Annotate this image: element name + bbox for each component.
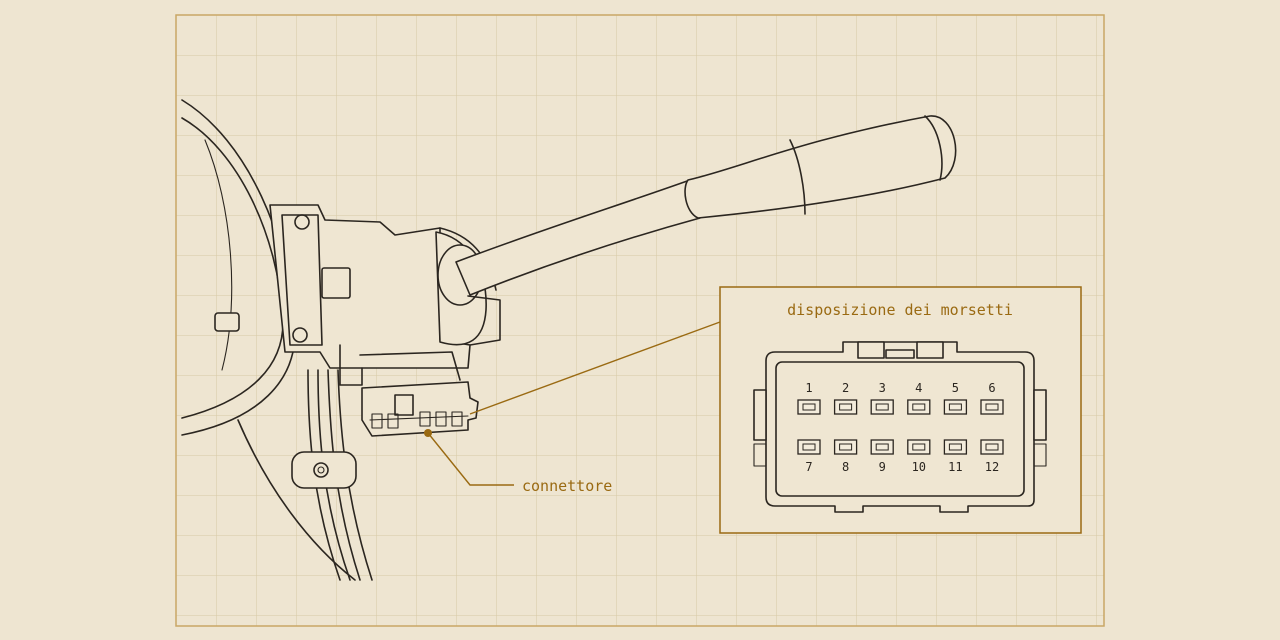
pin-7: 7 — [797, 439, 821, 474]
pin-3: 3 — [870, 381, 894, 415]
pin-contact — [875, 443, 889, 451]
pin-number: 2 — [842, 381, 849, 395]
pin-number: 12 — [985, 460, 999, 474]
pin-12: 12 — [980, 439, 1004, 474]
pin-number: 3 — [879, 381, 886, 395]
drawing-frame — [175, 14, 1105, 627]
pin-socket — [833, 399, 858, 415]
pin-number: 9 — [879, 460, 886, 474]
pin-number: 11 — [948, 460, 962, 474]
pin-contact — [948, 443, 962, 451]
pin-contact — [948, 403, 962, 411]
pin-number: 6 — [988, 381, 995, 395]
pin-socket — [833, 439, 858, 455]
wire-harness — [291, 369, 373, 581]
pin-number: 1 — [805, 381, 812, 395]
pin-socket — [797, 399, 821, 415]
pin-contact — [839, 403, 853, 411]
pin-11: 11 — [943, 439, 968, 474]
connector-block — [361, 381, 479, 437]
connector-label: connettore — [522, 477, 612, 495]
pin-contact — [912, 403, 926, 411]
pin-contact — [985, 443, 999, 451]
pin-contact — [875, 403, 889, 411]
pin-number: 8 — [842, 460, 849, 474]
pin-9: 9 — [870, 439, 894, 474]
pin-contact — [985, 403, 999, 411]
pin-socket — [943, 439, 968, 455]
inset-title: disposizione dei morsetti — [787, 301, 1013, 319]
pin-6: 6 — [980, 381, 1004, 415]
pin-socket — [943, 399, 968, 415]
pin-2: 2 — [833, 381, 858, 415]
pin-8: 8 — [833, 439, 858, 474]
pin-contact — [802, 443, 816, 451]
pin-socket — [980, 439, 1004, 455]
pin-10: 10 — [907, 439, 931, 474]
connector-callout — [424, 321, 721, 486]
pin-socket — [870, 439, 894, 455]
pin-5: 5 — [943, 381, 968, 415]
pin-number: 10 — [912, 460, 926, 474]
pin-socket — [980, 399, 1004, 415]
pin-socket — [907, 399, 931, 415]
pin-number: 5 — [952, 381, 959, 395]
pin-number: 4 — [915, 381, 922, 395]
pin-number: 7 — [805, 460, 812, 474]
lever-stalk — [455, 115, 957, 296]
pin-contact — [839, 443, 853, 451]
pin-socket — [870, 399, 894, 415]
pin-4: 4 — [907, 381, 931, 415]
pin-socket — [907, 439, 931, 455]
pin-contact — [912, 443, 926, 451]
pin-socket — [797, 439, 821, 455]
pin-contact — [802, 403, 816, 411]
pin-1: 1 — [797, 381, 821, 415]
